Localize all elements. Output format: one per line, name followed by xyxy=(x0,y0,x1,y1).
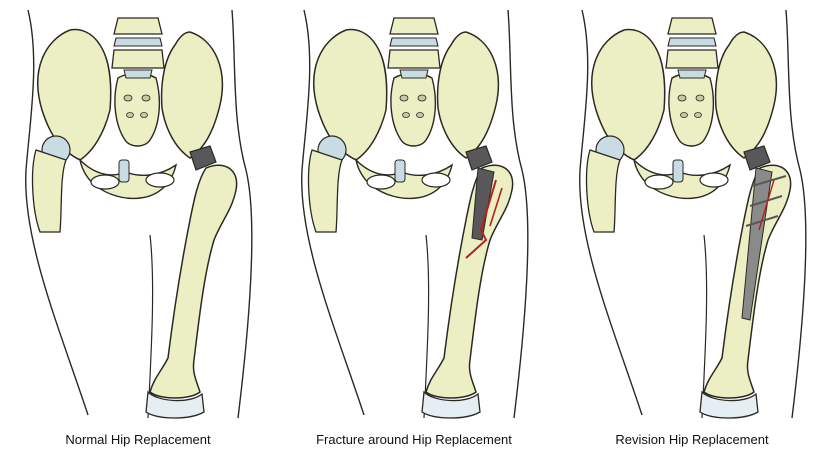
panel-fracture-hip-replacement: Fracture around Hip Replacement xyxy=(276,0,552,458)
caption-revision: Revision Hip Replacement xyxy=(615,432,769,447)
panel-normal-hip-replacement: Normal Hip Replacement xyxy=(0,0,276,458)
femur-illustration xyxy=(421,164,514,419)
caption-fracture: Fracture around Hip Replacement xyxy=(316,432,512,447)
fracture-line-icon xyxy=(465,179,497,259)
femur-illustration xyxy=(145,164,238,419)
revision-stem-illustration xyxy=(741,167,773,321)
fracture-line-icon xyxy=(489,187,503,227)
hip-implant-illustration xyxy=(743,145,771,171)
panel-revision-hip-replacement: Revision Hip Replacement xyxy=(554,0,830,458)
hip-implant-illustration xyxy=(465,145,493,171)
fracture-hip-illustration xyxy=(300,9,529,419)
hip-implant-illustration xyxy=(189,145,217,171)
implant-stem-illustration xyxy=(471,167,495,241)
cerclage-wire-icon xyxy=(749,195,783,207)
normal-hip-illustration xyxy=(24,9,253,419)
caption-normal: Normal Hip Replacement xyxy=(65,432,211,447)
fracture-line-icon xyxy=(758,179,775,231)
cerclage-wire-icon xyxy=(751,175,787,187)
revision-hip-illustration xyxy=(578,9,807,419)
